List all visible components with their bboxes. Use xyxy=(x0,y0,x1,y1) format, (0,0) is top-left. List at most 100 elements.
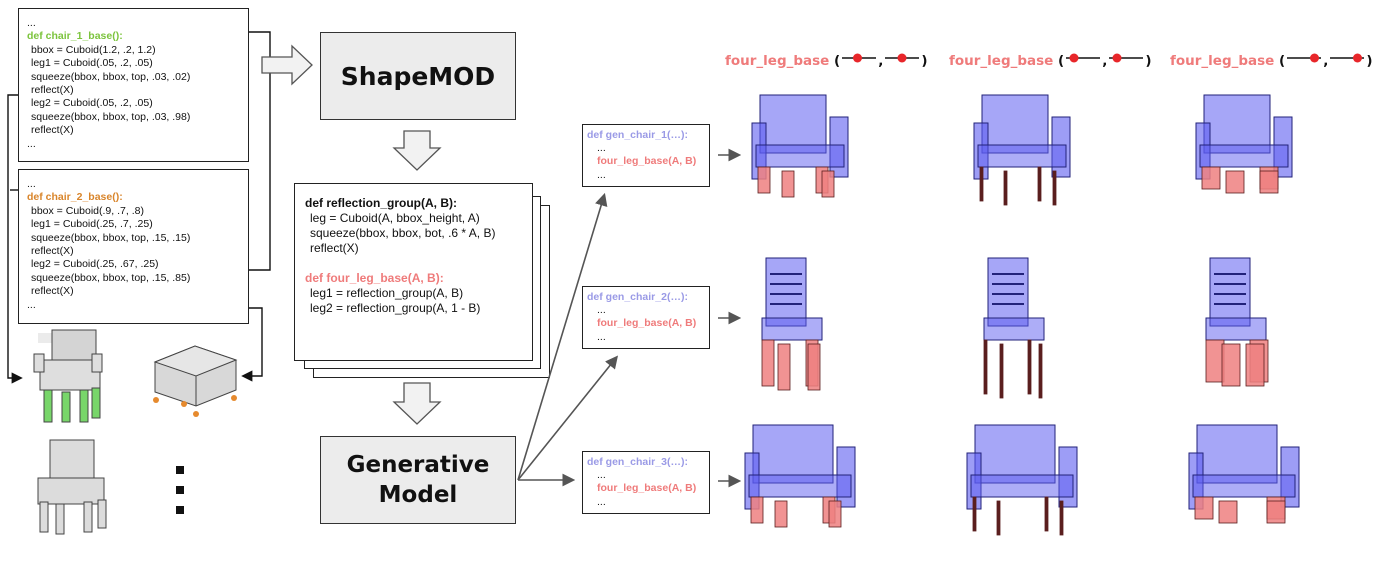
chair-armrest-left xyxy=(1195,122,1211,180)
chair-leg xyxy=(972,496,977,532)
chair-leg xyxy=(774,500,788,528)
code-line: ... xyxy=(597,168,606,181)
chair-armrest-right xyxy=(1051,116,1071,178)
header-open-paren: ( xyxy=(1279,53,1286,69)
chair-leg xyxy=(1221,343,1241,387)
code-line: leg2 = reflection_group(A, 1 - B) xyxy=(310,301,481,315)
chair-leg xyxy=(761,339,775,387)
chair-leg xyxy=(1259,170,1279,194)
generated-chair-r1-c2 xyxy=(973,94,1071,206)
chair-leg xyxy=(750,496,764,524)
program-chair-1: ... def chair_1_base(): bbox = Cuboid(1.… xyxy=(18,8,249,162)
chair-leg xyxy=(983,339,988,395)
chair-leg xyxy=(1266,496,1286,520)
chair-armrest-right xyxy=(836,446,856,508)
generated-chair-r1-c1 xyxy=(751,94,849,198)
input-chair-render-1 xyxy=(33,329,103,423)
chair-leg xyxy=(1038,343,1043,399)
header-func-name: four_leg_base xyxy=(949,53,1054,69)
chair-armrest-left xyxy=(751,122,767,180)
header-comma: , xyxy=(878,53,884,69)
chair-leg xyxy=(999,343,1004,399)
chair-leg xyxy=(1003,170,1008,206)
param-slider-a xyxy=(842,53,877,63)
chair-seat xyxy=(1205,317,1267,341)
chair-armrest-right xyxy=(1273,116,1293,178)
code-line: ... xyxy=(597,495,606,508)
chair-backrest xyxy=(1209,257,1251,327)
input-chair-render-3 xyxy=(37,439,107,535)
code-line-def: def chair_2_base(): xyxy=(27,191,123,204)
chair-leg xyxy=(807,343,821,391)
program-chair-2: ... def chair_2_base(): bbox = Cuboid(.9… xyxy=(18,169,249,324)
chair-leg xyxy=(1249,339,1269,383)
chair-leg xyxy=(1201,166,1221,190)
chair-leg xyxy=(1266,500,1286,524)
generated-chair-grid xyxy=(744,94,1300,536)
chair-backrest xyxy=(765,257,807,327)
chair-armrest-left xyxy=(973,122,989,180)
chair-leg xyxy=(1259,166,1279,190)
chair-leg xyxy=(1027,339,1032,395)
chair-leg xyxy=(1037,166,1042,202)
code-line: squeeze(bbox, bbox, top, .15, .85) xyxy=(31,271,191,284)
block-arrow-down-2 xyxy=(392,382,442,425)
code-line: ... xyxy=(597,304,606,317)
header-func-name: four_leg_base xyxy=(1170,53,1275,69)
code-line: reflect(X) xyxy=(31,285,74,298)
chair-leg xyxy=(996,500,1001,536)
chair-leg xyxy=(1052,170,1057,206)
param-slider-b xyxy=(1109,53,1144,63)
code-line: leg = Cuboid(A, bbox_height, A) xyxy=(310,211,480,225)
code-line: ... xyxy=(27,178,36,190)
code-line: ... xyxy=(597,330,606,343)
chair-seat xyxy=(761,317,823,341)
chair-seat xyxy=(748,474,852,498)
code-line: leg2 = Cuboid(.25, .67, .25) xyxy=(31,258,159,271)
chair-leg xyxy=(1059,500,1064,536)
chair-leg xyxy=(805,339,819,387)
abstraction-def-1: def reflection_group(A, B): xyxy=(305,196,457,210)
block-arrow-right xyxy=(261,44,313,86)
param-slider-a xyxy=(1066,53,1101,63)
generated-chair-r3-c2 xyxy=(966,424,1078,536)
abstraction-def-2: def four_leg_base(A, B): xyxy=(305,271,444,285)
code-line: reflect(X) xyxy=(310,241,359,255)
chair-armrest-left xyxy=(1188,452,1204,510)
code-line: bbox = Cuboid(1.2, .2, 1.2) xyxy=(31,43,156,56)
code-line: leg1 = Cuboid(.05, .2, .05) xyxy=(31,57,153,70)
header-open-paren: ( xyxy=(1058,53,1065,69)
gen-program-2: def gen_chair_2(…): ... four_leg_base(A,… xyxy=(582,286,710,349)
param-slider-b xyxy=(885,53,920,63)
code-line: squeeze(bbox, bbox, top, .15, .15) xyxy=(31,231,191,244)
column-header-1: four_leg_base (,) xyxy=(725,51,928,69)
more-shapes-ellipsis xyxy=(176,466,186,518)
chair-leg xyxy=(828,500,842,528)
code-line: squeeze(bbox, bbox, top, .03, .02) xyxy=(31,70,191,83)
gen-program-3: def gen_chair_3(…): ... four_leg_base(A,… xyxy=(582,451,710,514)
shapemod-box: ShapeMOD xyxy=(320,32,516,120)
code-line: squeeze(bbox, bbox, top, .03, .98) xyxy=(31,110,191,123)
generated-chair-r2-c1 xyxy=(761,257,823,391)
code-line-def: def chair_1_base(): xyxy=(27,30,123,43)
gen-call: four_leg_base(A, B) xyxy=(597,482,697,495)
param-slider-b xyxy=(1330,53,1365,63)
column-header-3: four_leg_base (,) xyxy=(1170,51,1373,69)
generated-chair-r3-c1 xyxy=(744,424,856,528)
code-line: reflect(X) xyxy=(31,124,74,137)
code-line: squeeze(bbox, bbox, bot, .6 * A, B) xyxy=(310,226,496,240)
header-open-paren: ( xyxy=(834,53,841,69)
chair-seat xyxy=(983,317,1045,341)
chair-leg xyxy=(821,170,835,198)
chair-seat xyxy=(1199,144,1289,168)
gen-def: def gen_chair_2(…): xyxy=(587,291,688,303)
abstraction-library: def reflection_group(A, B): leg = Cuboid… xyxy=(294,183,533,361)
input-chair-render-2 xyxy=(153,345,238,417)
code-line: leg1 = Cuboid(.25, .7, .25) xyxy=(31,218,153,231)
chair-backrest xyxy=(974,424,1056,484)
code-line: bbox = Cuboid(.9, .7, .8) xyxy=(31,204,144,217)
code-line: ... xyxy=(27,17,36,29)
chair-seat xyxy=(977,144,1067,168)
chair-leg xyxy=(757,166,771,194)
code-line: leg1 = reflection_group(A, B) xyxy=(310,286,464,300)
